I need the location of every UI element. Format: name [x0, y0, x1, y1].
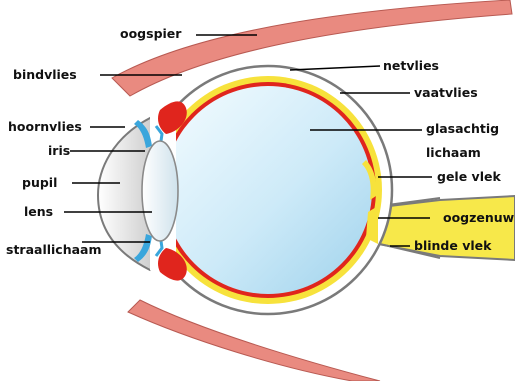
label-gele-vlek: gele vlek	[437, 169, 501, 184]
label-glasachtig: glasachtig	[426, 121, 499, 136]
lens	[142, 141, 178, 241]
label-blinde-vlek: blinde vlek	[414, 238, 492, 253]
label-hoornvlies: hoornvlies	[8, 119, 82, 134]
label-lens: lens	[24, 204, 53, 219]
vitreous-body	[164, 86, 372, 294]
label-straallichaam: straallichaam	[6, 242, 102, 257]
label-bindvlies: bindvlies	[13, 67, 77, 82]
label-vaatvlies: vaatvlies	[414, 85, 478, 100]
label-pupil: pupil	[22, 175, 57, 190]
label-oogspier: oogspier	[120, 26, 182, 41]
label-lichaam: lichaam	[426, 145, 481, 160]
label-netvlies: netvlies	[383, 58, 439, 73]
label-iris: iris	[48, 143, 70, 158]
label-oogzenuw: oogzenuw	[443, 210, 515, 225]
leader-netvlies	[290, 66, 380, 70]
